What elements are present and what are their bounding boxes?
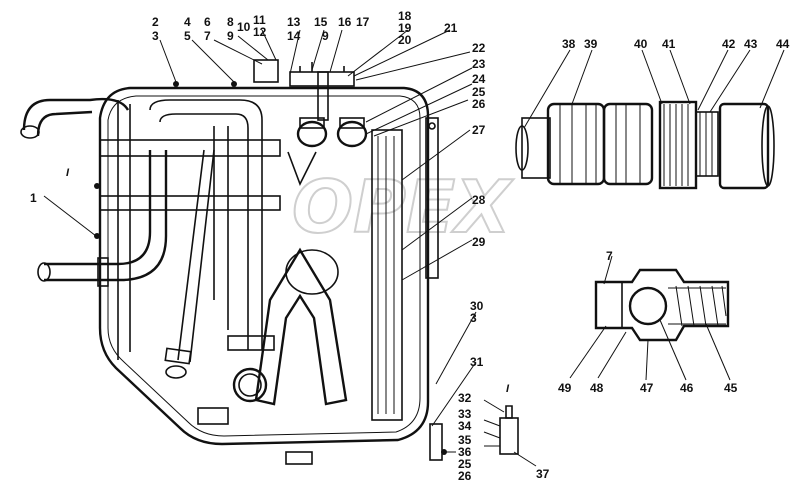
callout-47: 47 (640, 381, 654, 395)
callout-17: 17 (356, 15, 370, 29)
callout-20: 20 (398, 33, 412, 47)
callout-38: 38 (562, 37, 576, 51)
callout-10: 10 (237, 20, 251, 34)
view-mark-detail: I (506, 383, 510, 395)
callout-44: 44 (776, 37, 790, 51)
upper-hose (22, 97, 130, 131)
callout-34: 34 (458, 419, 472, 433)
callout-26: 26 (472, 97, 486, 111)
filter-cap (718, 102, 770, 190)
callout-1: 1 (30, 191, 37, 205)
view-mark-left: I (66, 167, 70, 179)
callout-19: 19 (398, 21, 412, 35)
valve-section (594, 268, 730, 342)
filter-assembly (515, 100, 775, 190)
callout-9b: 9 (322, 29, 329, 43)
lower-elbow (44, 150, 152, 266)
callout-11: 11 (253, 13, 266, 27)
callout-13: 13 (287, 15, 301, 29)
callout-25b: 25 (458, 457, 472, 471)
callout-33: 33 (458, 407, 472, 421)
callout-36: 36 (458, 445, 472, 459)
callout-40: 40 (634, 37, 648, 51)
callout-3b: 3 (470, 311, 477, 325)
callout-39: 39 (584, 37, 598, 51)
callout-7: 7 (204, 29, 211, 43)
callout-46: 46 (680, 381, 694, 395)
callout-42: 42 (722, 37, 736, 51)
callout-41: 41 (662, 37, 676, 51)
callout-23: 23 (472, 57, 486, 71)
callout-21: 21 (444, 21, 458, 35)
y-bracket (254, 247, 348, 406)
callout-15: 15 (314, 15, 328, 29)
callout-18: 18 (398, 9, 412, 23)
callout-35: 35 (458, 433, 472, 447)
callout-45: 45 (724, 381, 738, 395)
callout-2: 2 (152, 15, 159, 29)
callout-25: 25 (472, 85, 486, 99)
callout-14: 14 (287, 29, 301, 43)
callout-27: 27 (472, 123, 486, 137)
baffle-panel (371, 129, 403, 421)
drain-plug-detail (429, 405, 519, 461)
callout-16: 16 (338, 15, 352, 29)
callout-7b: 7 (606, 249, 613, 263)
filler-cap (253, 59, 279, 83)
callout-22: 22 (472, 41, 486, 55)
tank-body (98, 86, 430, 446)
callout-8: 8 (227, 15, 234, 29)
watermark: OPEX (292, 165, 514, 249)
callout-6: 6 (204, 15, 211, 29)
callout-43: 43 (744, 37, 758, 51)
callout-26b: 26 (458, 469, 472, 483)
callout-3: 3 (152, 29, 159, 43)
callout-32: 32 (458, 391, 472, 405)
callout-49: 49 (558, 381, 572, 395)
mounting-bar (99, 139, 281, 157)
callout-12: 12 (253, 25, 267, 39)
callout-30: 30 (470, 299, 484, 313)
tank-assembly (20, 59, 439, 465)
callout-29: 29 (472, 235, 486, 249)
callout-24: 24 (472, 72, 486, 86)
callout-31: 31 (470, 355, 484, 369)
callout-labels: 2 3 4 5 6 7 8 9 10 11 12 13 14 15 16 9 1… (30, 9, 790, 483)
callout-5: 5 (184, 29, 191, 43)
leader-lines (43, 29, 785, 467)
callout-37: 37 (536, 467, 550, 481)
callout-48: 48 (590, 381, 604, 395)
drain-outlet (232, 367, 268, 403)
callout-4: 4 (184, 15, 191, 29)
callout-28: 28 (472, 193, 486, 207)
callout-9: 9 (227, 29, 234, 43)
